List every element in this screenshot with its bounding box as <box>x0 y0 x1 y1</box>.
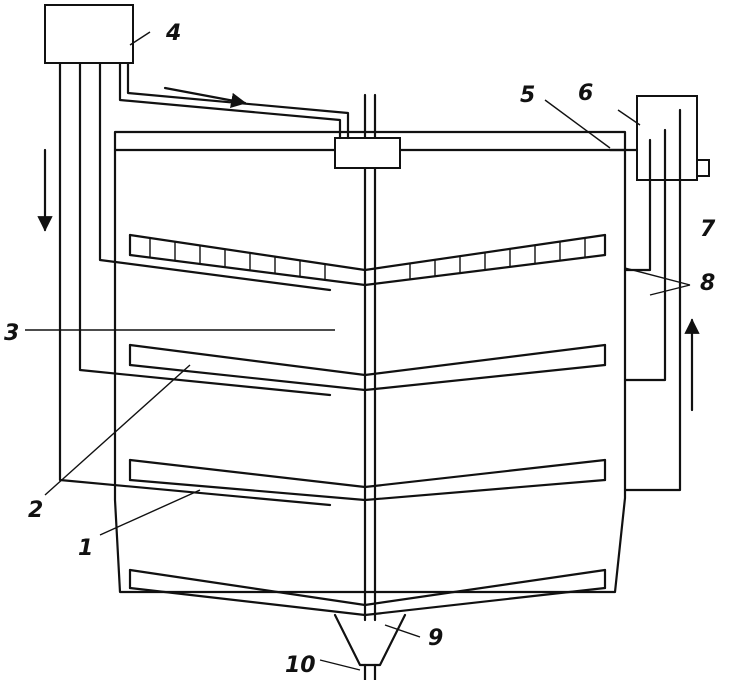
pipe-right-2 <box>623 128 667 382</box>
tray-4 <box>128 568 607 617</box>
collector-6 <box>636 95 698 181</box>
pipe-left-2 <box>78 60 332 397</box>
pipe-left-3 <box>58 60 332 507</box>
vessel-outline <box>113 130 627 594</box>
label-7: 7 <box>700 217 716 242</box>
outlet-7 <box>696 159 710 177</box>
pipe-left-1 <box>98 60 332 292</box>
label-1: 1 <box>78 536 93 561</box>
tray-2 <box>128 343 607 392</box>
top-distributor <box>334 137 401 169</box>
arrow-right <box>163 86 247 109</box>
label-8: 8 <box>700 271 715 296</box>
pipe-right-3 <box>623 108 682 492</box>
bottom-cone <box>333 613 407 667</box>
label-4: 4 <box>165 21 181 46</box>
manifold-4 <box>44 4 134 64</box>
tray-3 <box>128 458 607 502</box>
label-5: 5 <box>520 83 535 108</box>
label-2: 2 <box>28 498 43 523</box>
label-6: 6 <box>578 81 593 106</box>
label-9: 9 <box>428 626 443 651</box>
label-10: 10 <box>285 653 316 678</box>
tray-tiles <box>149 238 586 280</box>
central-shaft <box>363 93 377 622</box>
tray-1 <box>128 233 607 287</box>
pipe-top <box>118 60 342 140</box>
label-3: 3 <box>4 321 19 346</box>
